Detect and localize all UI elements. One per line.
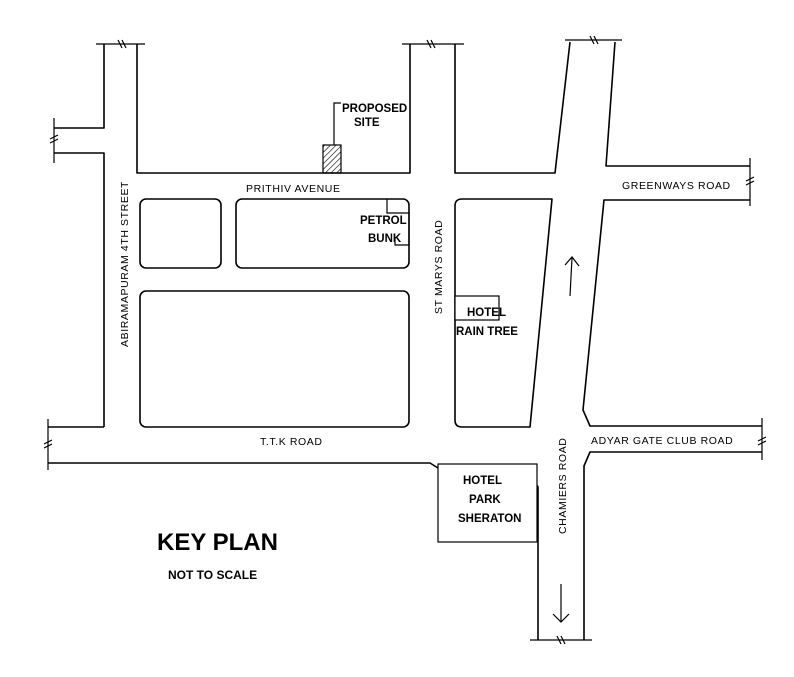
label-chamiers-road: CHAMIERS ROAD — [557, 438, 569, 534]
direction-arrows — [552, 256, 580, 623]
greenways-south-edge — [582, 199, 762, 427]
block-large — [139, 290, 410, 428]
hotel-park-sheraton-building — [437, 463, 538, 543]
map-title-block: KEY PLAN NOT TO SCALE — [157, 529, 278, 582]
label-hotel-park-sheraton-line3: SHERATON — [458, 513, 521, 525]
landmark-labels: PROPOSED SITE PETROL BUNK HOTEL RAIN TRE… — [342, 103, 521, 525]
label-st-marys-road: ST MARYS ROAD — [433, 220, 445, 314]
label-hotel-rain-tree-line2: RAIN TREE — [456, 326, 518, 338]
label-abiramapuram-4th-street: ABIRAMAPURAM 4TH STREET — [119, 181, 131, 347]
label-proposed-site-line2: SITE — [354, 117, 380, 129]
proposed-site-marker — [322, 144, 342, 174]
break-marks — [43, 35, 767, 645]
abiramapuram-west-edge-lower — [54, 152, 105, 427]
city-blocks — [139, 198, 553, 428]
label-petrol-bunk-line2: BUNK — [368, 233, 402, 245]
hotel-rain-tree-building — [454, 295, 500, 321]
road-labels: PRITHIV AVENUE GREENWAYS ROAD ABIRAMAPUR… — [119, 180, 733, 534]
label-hotel-park-sheraton-line1: HOTEL — [463, 475, 502, 487]
block-small-left — [139, 198, 222, 269]
proposed-site-leader — [333, 102, 341, 145]
label-ttk-road: T.T.K ROAD — [260, 436, 323, 448]
label-hotel-rain-tree-line1: HOTEL — [467, 307, 506, 319]
label-adyar-gate-club-road: ADYAR GATE CLUB ROAD — [591, 435, 733, 447]
ttk-south-edge — [48, 462, 439, 469]
abiramapuram-west-edge — [54, 44, 105, 129]
map-title: KEY PLAN — [157, 529, 278, 556]
label-proposed-site-line1: PROPOSED — [342, 103, 407, 115]
label-hotel-park-sheraton-line2: PARK — [469, 494, 501, 506]
chamiers-north-east-edge — [605, 41, 750, 167]
road-edges — [48, 41, 762, 640]
block-hotel-rain-tree — [454, 198, 553, 428]
map-subtitle: NOT TO SCALE — [168, 568, 257, 582]
petrol-bunk-outline — [386, 199, 410, 246]
abiramapuram-east-edge — [136, 44, 411, 174]
south-arrow-icon — [552, 584, 570, 623]
label-petrol-bunk-line1: PETROL — [360, 215, 407, 227]
label-greenways-road: GREENWAYS ROAD — [622, 180, 731, 192]
st-marys-east-edge — [454, 41, 571, 174]
landmarks — [322, 102, 538, 543]
north-arrow-icon — [564, 256, 580, 297]
chamiers-south-east-edge — [583, 451, 762, 640]
label-prithiv-avenue: PRITHIV AVENUE — [246, 183, 341, 195]
